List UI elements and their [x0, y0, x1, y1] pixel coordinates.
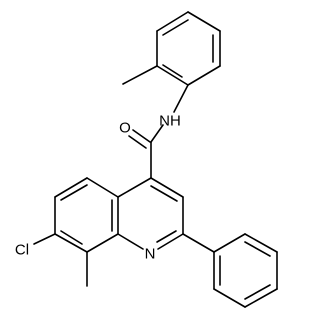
bond — [213, 288, 246, 308]
amide-group — [128, 124, 164, 179]
bond — [117, 177, 152, 198]
bond-aryl-nh — [173, 84, 189, 113]
chlorine-label: Cl — [15, 242, 29, 259]
bond — [244, 233, 278, 253]
bond — [60, 230, 83, 245]
bond — [244, 241, 271, 257]
bond-carbonyl-o — [132, 129, 151, 143]
bond — [54, 233, 88, 253]
molecule-drawing: O NH N Cl — [15, 11, 278, 308]
bond — [54, 177, 88, 198]
bond — [150, 185, 178, 202]
bond — [162, 64, 183, 78]
ring-nitrogen-label: N — [145, 246, 156, 263]
bond — [156, 65, 189, 86]
tolyl-ring — [156, 11, 221, 86]
bond — [117, 233, 144, 250]
bond — [157, 233, 184, 250]
quinoline-benzo-ring — [54, 177, 119, 253]
bond — [86, 177, 119, 198]
bond — [187, 11, 221, 32]
bond-carbonyl-o — [128, 135, 147, 149]
bond — [156, 230, 177, 243]
bond — [162, 19, 189, 36]
bond — [213, 233, 246, 253]
bond-nh-carbonyl — [150, 124, 164, 143]
bond — [244, 284, 271, 300]
bond — [244, 288, 278, 308]
bond — [150, 177, 184, 198]
bond-c2-phenyl — [182, 233, 215, 253]
bond-c7-cl — [33, 233, 56, 245]
oxygen-label: O — [119, 120, 131, 137]
phenyl-ring — [213, 233, 278, 308]
amide-nh-label: NH — [159, 113, 181, 130]
methyl-bond-tolyl — [122, 65, 158, 85]
structure-diagram: O NH N Cl — [15, 11, 278, 308]
bond — [86, 233, 119, 253]
bond — [60, 184, 88, 201]
bond — [156, 11, 189, 32]
quinoline-pyridine-ring — [117, 177, 184, 250]
bond — [187, 65, 221, 86]
